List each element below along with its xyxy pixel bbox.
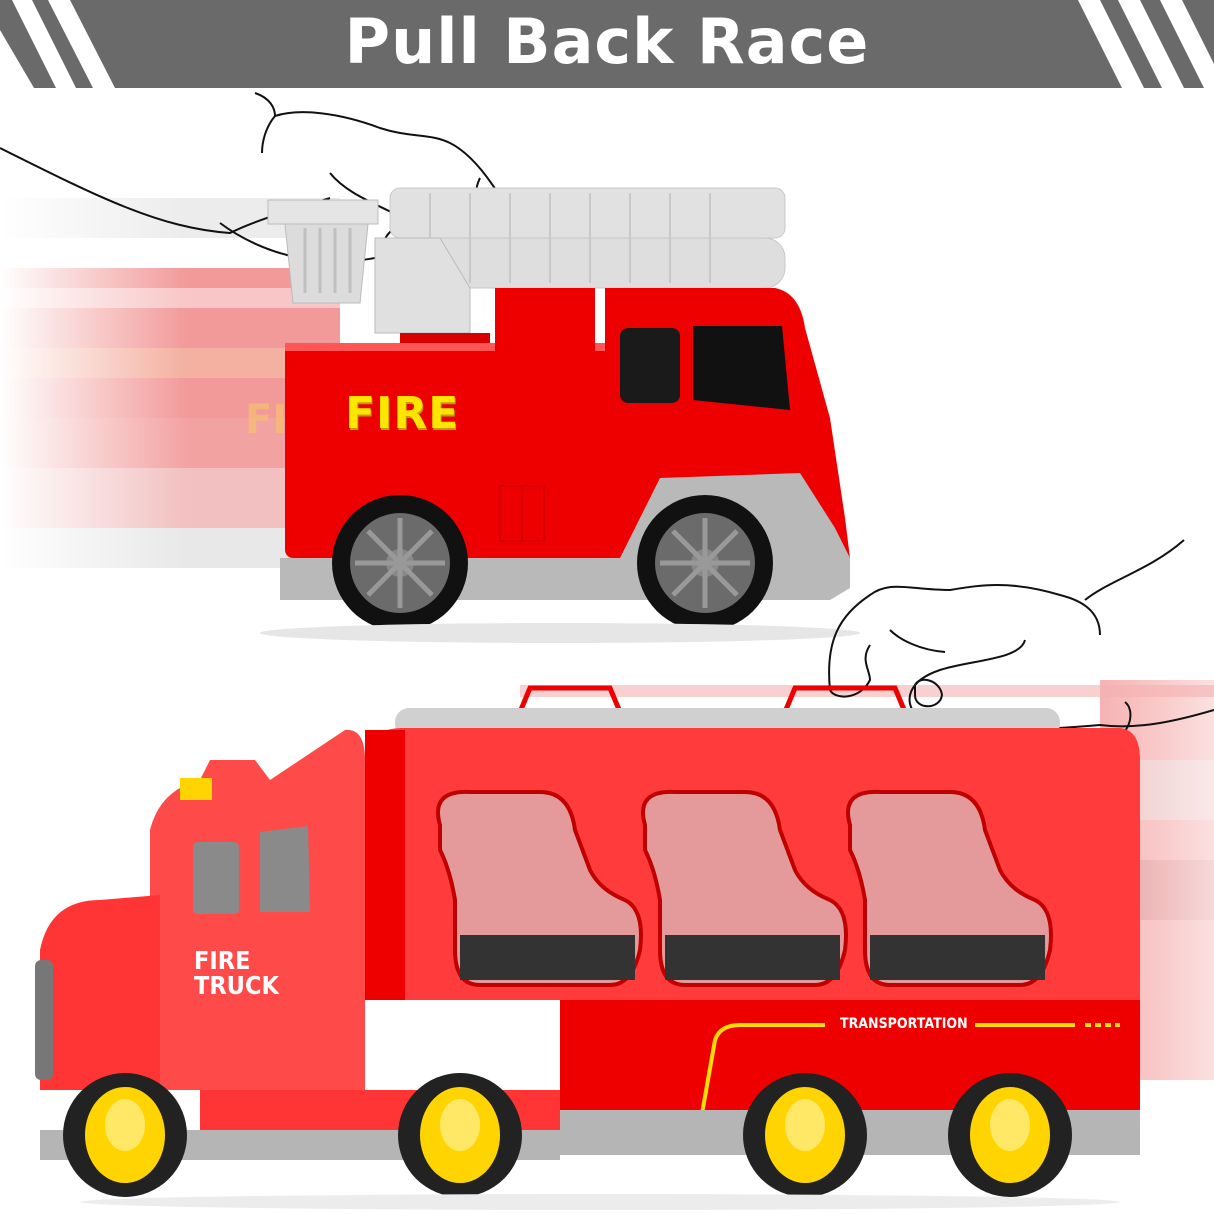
banner-title: Pull Back Race bbox=[344, 5, 870, 78]
top-scene: FI bbox=[0, 88, 1214, 648]
fire-label: FIRE bbox=[345, 388, 460, 439]
left-stripes-decoration bbox=[0, 0, 140, 88]
bottom-scene: FIRE TRUCK TRANSPORTATION bbox=[0, 530, 1214, 1214]
title-banner: Pull Back Race bbox=[0, 0, 1214, 88]
door-label-line1: FIRE bbox=[194, 946, 251, 975]
right-stripes-decoration bbox=[1078, 0, 1214, 88]
carrier-fire-truck bbox=[35, 685, 1140, 1210]
svg-text:FI: FI bbox=[245, 397, 287, 443]
ladder-fire-truck bbox=[260, 187, 860, 643]
door-label-line2: TRUCK bbox=[194, 971, 279, 1000]
motion-blur-trail-top: FI bbox=[0, 188, 340, 588]
transportation-label: TRANSPORTATION bbox=[840, 1016, 968, 1032]
fire-truck-door-label: FIRE TRUCK bbox=[194, 948, 279, 998]
